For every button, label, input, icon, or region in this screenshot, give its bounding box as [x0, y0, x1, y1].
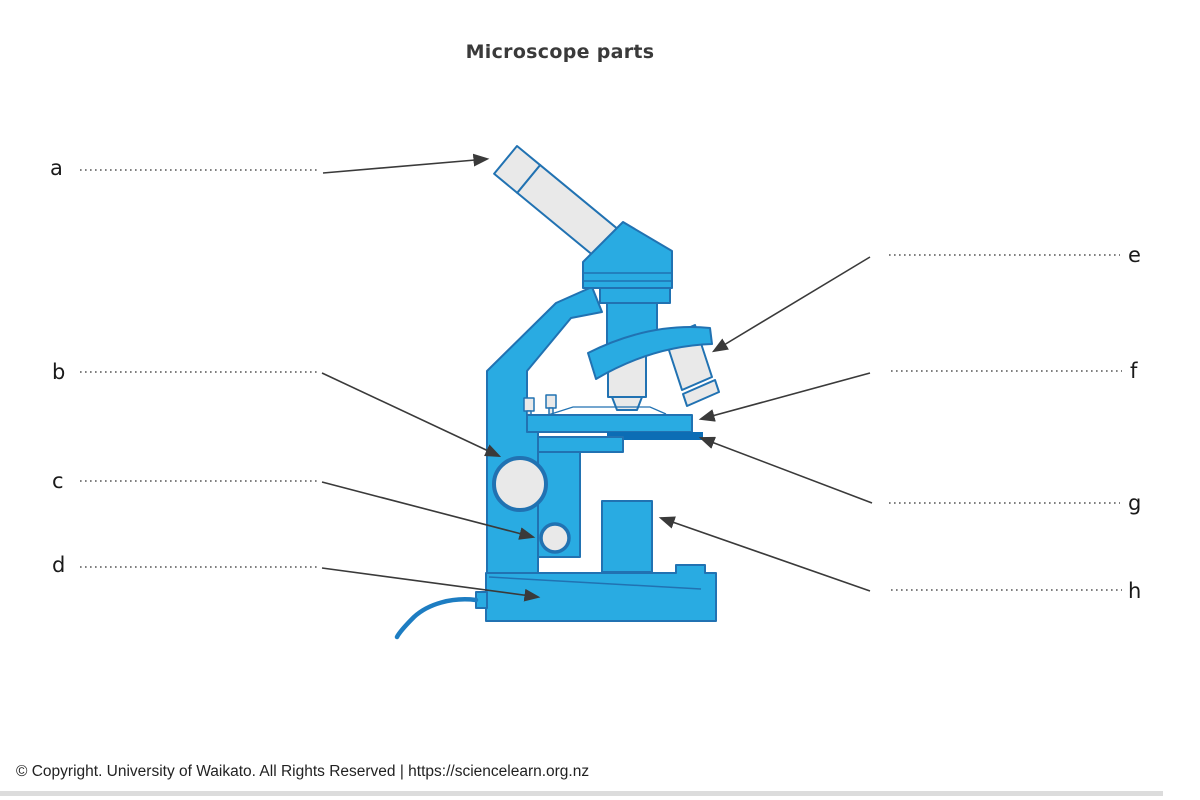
label-h: h — [1128, 579, 1142, 603]
answer-dotted-lines — [80, 169, 1122, 591]
label-c: c — [52, 469, 64, 493]
stage-clip-shape — [545, 394, 557, 409]
power-cord-shape — [394, 597, 479, 640]
objective-lens-vertical-tip-shape — [611, 396, 643, 411]
pointer-line-h — [658, 516, 871, 592]
label-f: f — [1130, 359, 1138, 383]
label-a: a — [50, 156, 63, 180]
stage-shape — [526, 414, 693, 433]
pointer-line-c — [321, 481, 536, 540]
footer-divider — [0, 791, 1163, 796]
pointer-line-a — [322, 153, 490, 174]
pointer-arrows — [321, 153, 873, 602]
pointer-line-e — [711, 256, 871, 353]
base-shape — [485, 564, 717, 622]
coarse-focus-knob-shape — [492, 456, 548, 512]
base-bevel-line — [488, 576, 702, 590]
label-d: d — [52, 553, 66, 577]
objective-lens-angled-tip-shape — [682, 379, 720, 407]
substage-shelf-shape — [537, 436, 624, 453]
fine-focus-knob-shape — [539, 522, 571, 554]
copyright-text: © Copyright. University of Waikato. All … — [16, 763, 590, 780]
illuminator-shape — [601, 500, 653, 573]
label-g: g — [1128, 491, 1142, 515]
page-title: Microscope parts — [465, 41, 655, 63]
pointer-line-f — [698, 372, 871, 422]
pointer-line-b — [321, 372, 502, 458]
head-underside-shape — [599, 286, 671, 304]
stage-clip-shape — [523, 397, 535, 412]
head-shape — [582, 221, 673, 289]
stage-underside-shape — [607, 432, 703, 440]
label-b: b — [52, 360, 66, 384]
pointer-line-d — [321, 567, 541, 602]
slide-outline-shape — [547, 406, 667, 416]
pointer-line-g — [698, 436, 873, 504]
microscope-illustration — [394, 145, 720, 640]
label-e: e — [1128, 243, 1141, 267]
